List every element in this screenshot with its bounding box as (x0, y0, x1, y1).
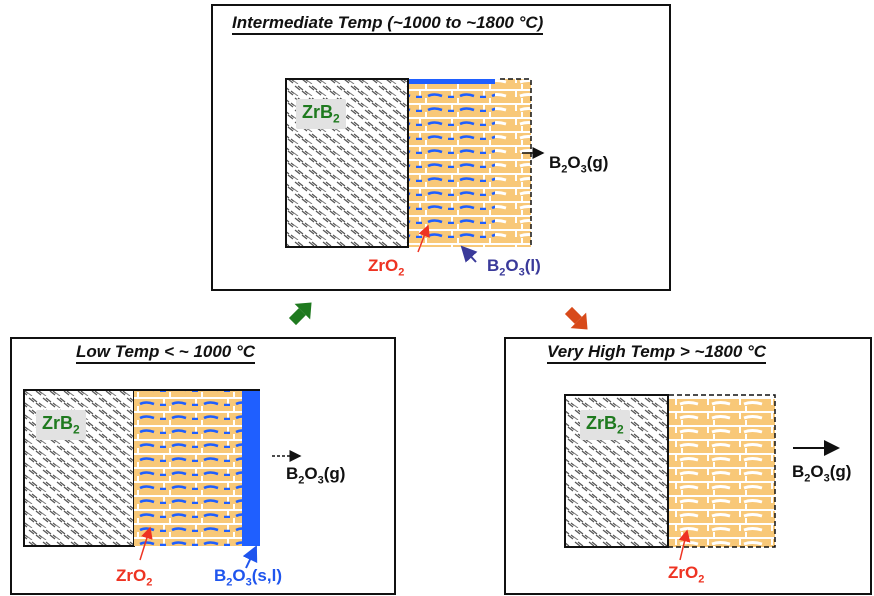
zro2-label-intermediate: ZrO2 (368, 256, 405, 279)
zro2-pointer-arrow (678, 529, 691, 561)
zro2-layer-with-b2o3 (409, 79, 495, 247)
b2o3-gas-label-low: B2O3(g) (286, 464, 346, 487)
b2o3-solid-liquid-layer (242, 390, 260, 546)
zro2-layer (134, 390, 242, 546)
b2o3-liquid-pointer-arrow (460, 245, 478, 263)
low-panel-title: Low Temp < ~ 1000 °C (76, 342, 256, 364)
zro2-pointer-arrow (139, 526, 153, 561)
red-arrow-down (564, 306, 588, 330)
zrb2-label-intermediate: ZrB2 (296, 99, 346, 129)
b2o3-liquid-surface (408, 79, 498, 84)
zro2-pointer-arrow (417, 224, 430, 253)
zro2-label-low: ZrO2 (116, 566, 153, 589)
green-arrow-up (288, 302, 312, 326)
very-high-panel-title: Very High Temp > ~1800 °C (547, 342, 767, 364)
b2o3-liquid-label: B2O3(l) (487, 256, 541, 279)
original-surface-dashed-line (500, 78, 532, 247)
zrb2-label-low: ZrB2 (36, 410, 86, 440)
b2o3-gas-label-intermediate: B2O3(g) (549, 153, 609, 176)
original-surface-dashed-line (669, 394, 776, 548)
intermediate-panel-title: Intermediate Temp (~1000 to ~1800 °C) (232, 13, 544, 35)
zro2-porous-layer (669, 397, 775, 547)
zro2-porous-outer-layer (495, 79, 531, 247)
b2o3-solid-pointer-arrow (242, 545, 258, 569)
zro2-label-very-high: ZrO2 (668, 563, 705, 586)
b2o3-gas-label-very-high: B2O3(g) (792, 462, 852, 485)
zrb2-label-very-high: ZrB2 (580, 410, 630, 440)
b2o3-solid-liquid-label: B2O3(s,l) (214, 566, 282, 589)
